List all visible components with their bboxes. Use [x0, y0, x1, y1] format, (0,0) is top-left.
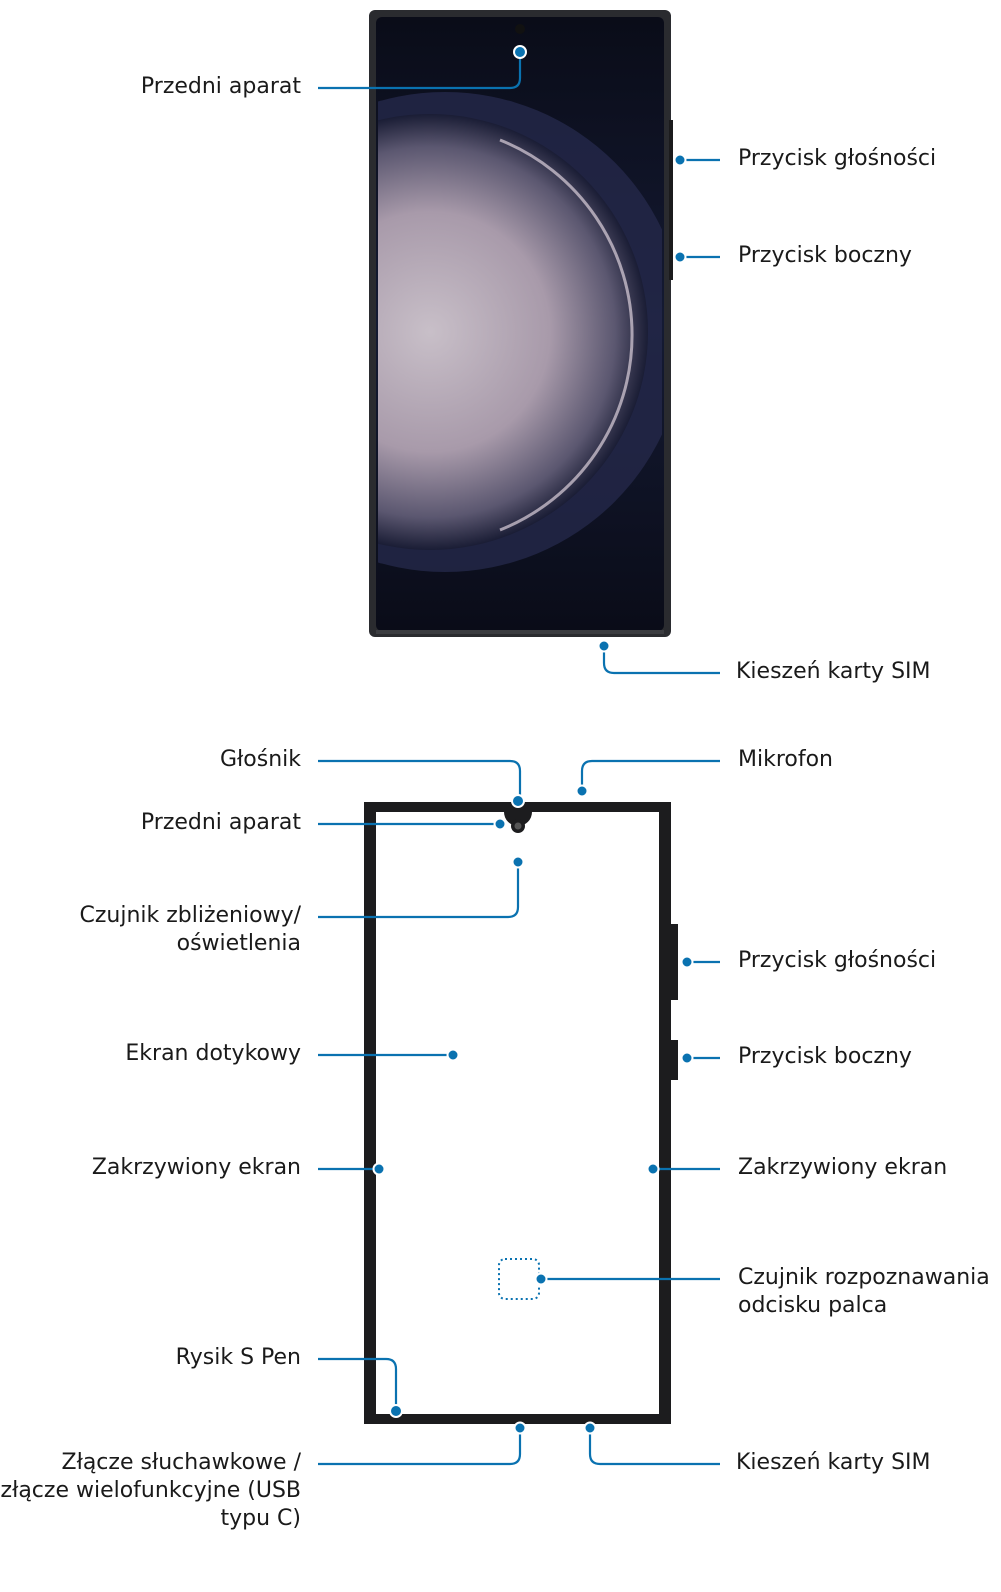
label-s-pen: Rysik S Pen: [175, 1345, 301, 1370]
label-top-sim-tray: Kieszeń karty SIM: [736, 659, 931, 684]
callout-microphone-line: [580, 759, 720, 789]
callout-microphone-dot: [575, 784, 589, 798]
label-touchscreen: Ekran dotykowy: [125, 1041, 301, 1066]
callout-fingerprint-dot: [534, 1272, 548, 1286]
fingerprint-sensor-area: [498, 1258, 540, 1300]
label-bottom-front-camera: Przedni aparat: [140, 810, 301, 835]
label-proximity-sensor-line1: Czujnik zbliżeniowy/: [79, 903, 301, 928]
callout-top-sim-line: [602, 646, 720, 675]
callout-spen-line: [318, 1357, 398, 1410]
callout-top-volume-dot: [673, 153, 687, 167]
label-proximity-sensor-line2: oświetlenia: [176, 931, 301, 956]
label-top-volume-button: Przycisk głośności: [738, 146, 937, 171]
label-top-side-button: Przycisk boczny: [738, 243, 912, 268]
callout-proximity-dot: [511, 855, 525, 869]
label-connector-line1: Złącze słuchawkowe /: [61, 1450, 302, 1475]
callout-speaker-line: [318, 759, 522, 800]
bottom-phone-volume-key: [670, 924, 678, 1000]
label-fingerprint-sensor: Czujnik rozpoznawania odcisku palca: [738, 1264, 998, 1320]
callout-bottom-sim-line: [588, 1428, 720, 1466]
callout-edge-left-dot: [372, 1162, 386, 1176]
callout-spen-dot: [389, 1404, 403, 1418]
wallpaper-ring: [499, 138, 634, 532]
callout-connector-line: [318, 1428, 522, 1466]
top-phone-bottom-edge: [376, 630, 664, 634]
callout-bottom-sim-dot: [583, 1421, 597, 1435]
label-edge-screen-right: Zakrzywiony ekran: [738, 1155, 948, 1180]
label-microphone: Mikrofon: [738, 747, 834, 772]
label-bottom-volume-button: Przycisk głośności: [738, 948, 937, 973]
label-speaker: Głośnik: [219, 747, 301, 772]
callout-bottom-side-dot: [680, 1051, 694, 1065]
callout-top-front-camera-dot: [513, 45, 527, 59]
callout-speaker-dot: [511, 794, 525, 808]
callout-bottom-front-camera-dot: [493, 817, 507, 831]
bottom-phone-side-key: [670, 1040, 678, 1080]
callout-proximity-line: [318, 864, 520, 919]
callout-touchscreen-dot: [446, 1048, 460, 1062]
top-camera-punch-hole: [515, 24, 525, 34]
label-fingerprint-line1: Czujnik rozpoznawania: [738, 1265, 990, 1290]
callout-edge-right-dot: [646, 1162, 660, 1176]
label-connector-line3: typu C): [220, 1506, 302, 1531]
label-top-front-camera: Przedni aparat: [140, 74, 301, 99]
top-phone-side-buttons: [669, 120, 673, 280]
wallpaper-orb: [378, 114, 648, 550]
callout-top-sim-dot: [597, 639, 611, 653]
label-connector: Złącze słuchawkowe / złącze wielofunkcyj…: [0, 1449, 301, 1533]
label-bottom-side-button: Przycisk boczny: [738, 1044, 912, 1069]
label-fingerprint-line2: odcisku palca: [738, 1293, 888, 1318]
callout-top-side-dot: [673, 250, 687, 264]
callout-bottom-volume-dot: [680, 955, 694, 969]
bottom-front-camera-inner: [514, 822, 522, 830]
label-proximity-sensor: Czujnik zbliżeniowy/ oświetlenia: [0, 902, 301, 958]
callout-top-front-camera-line: [318, 52, 522, 90]
callout-connector-dot: [513, 1421, 527, 1435]
top-phone: [369, 10, 673, 637]
label-connector-line2: złącze wielofunkcyjne (USB: [0, 1478, 301, 1503]
label-bottom-sim-tray: Kieszeń karty SIM: [736, 1450, 931, 1475]
label-edge-screen-left: Zakrzywiony ekran: [91, 1155, 301, 1180]
bottom-phone: [364, 802, 678, 1424]
